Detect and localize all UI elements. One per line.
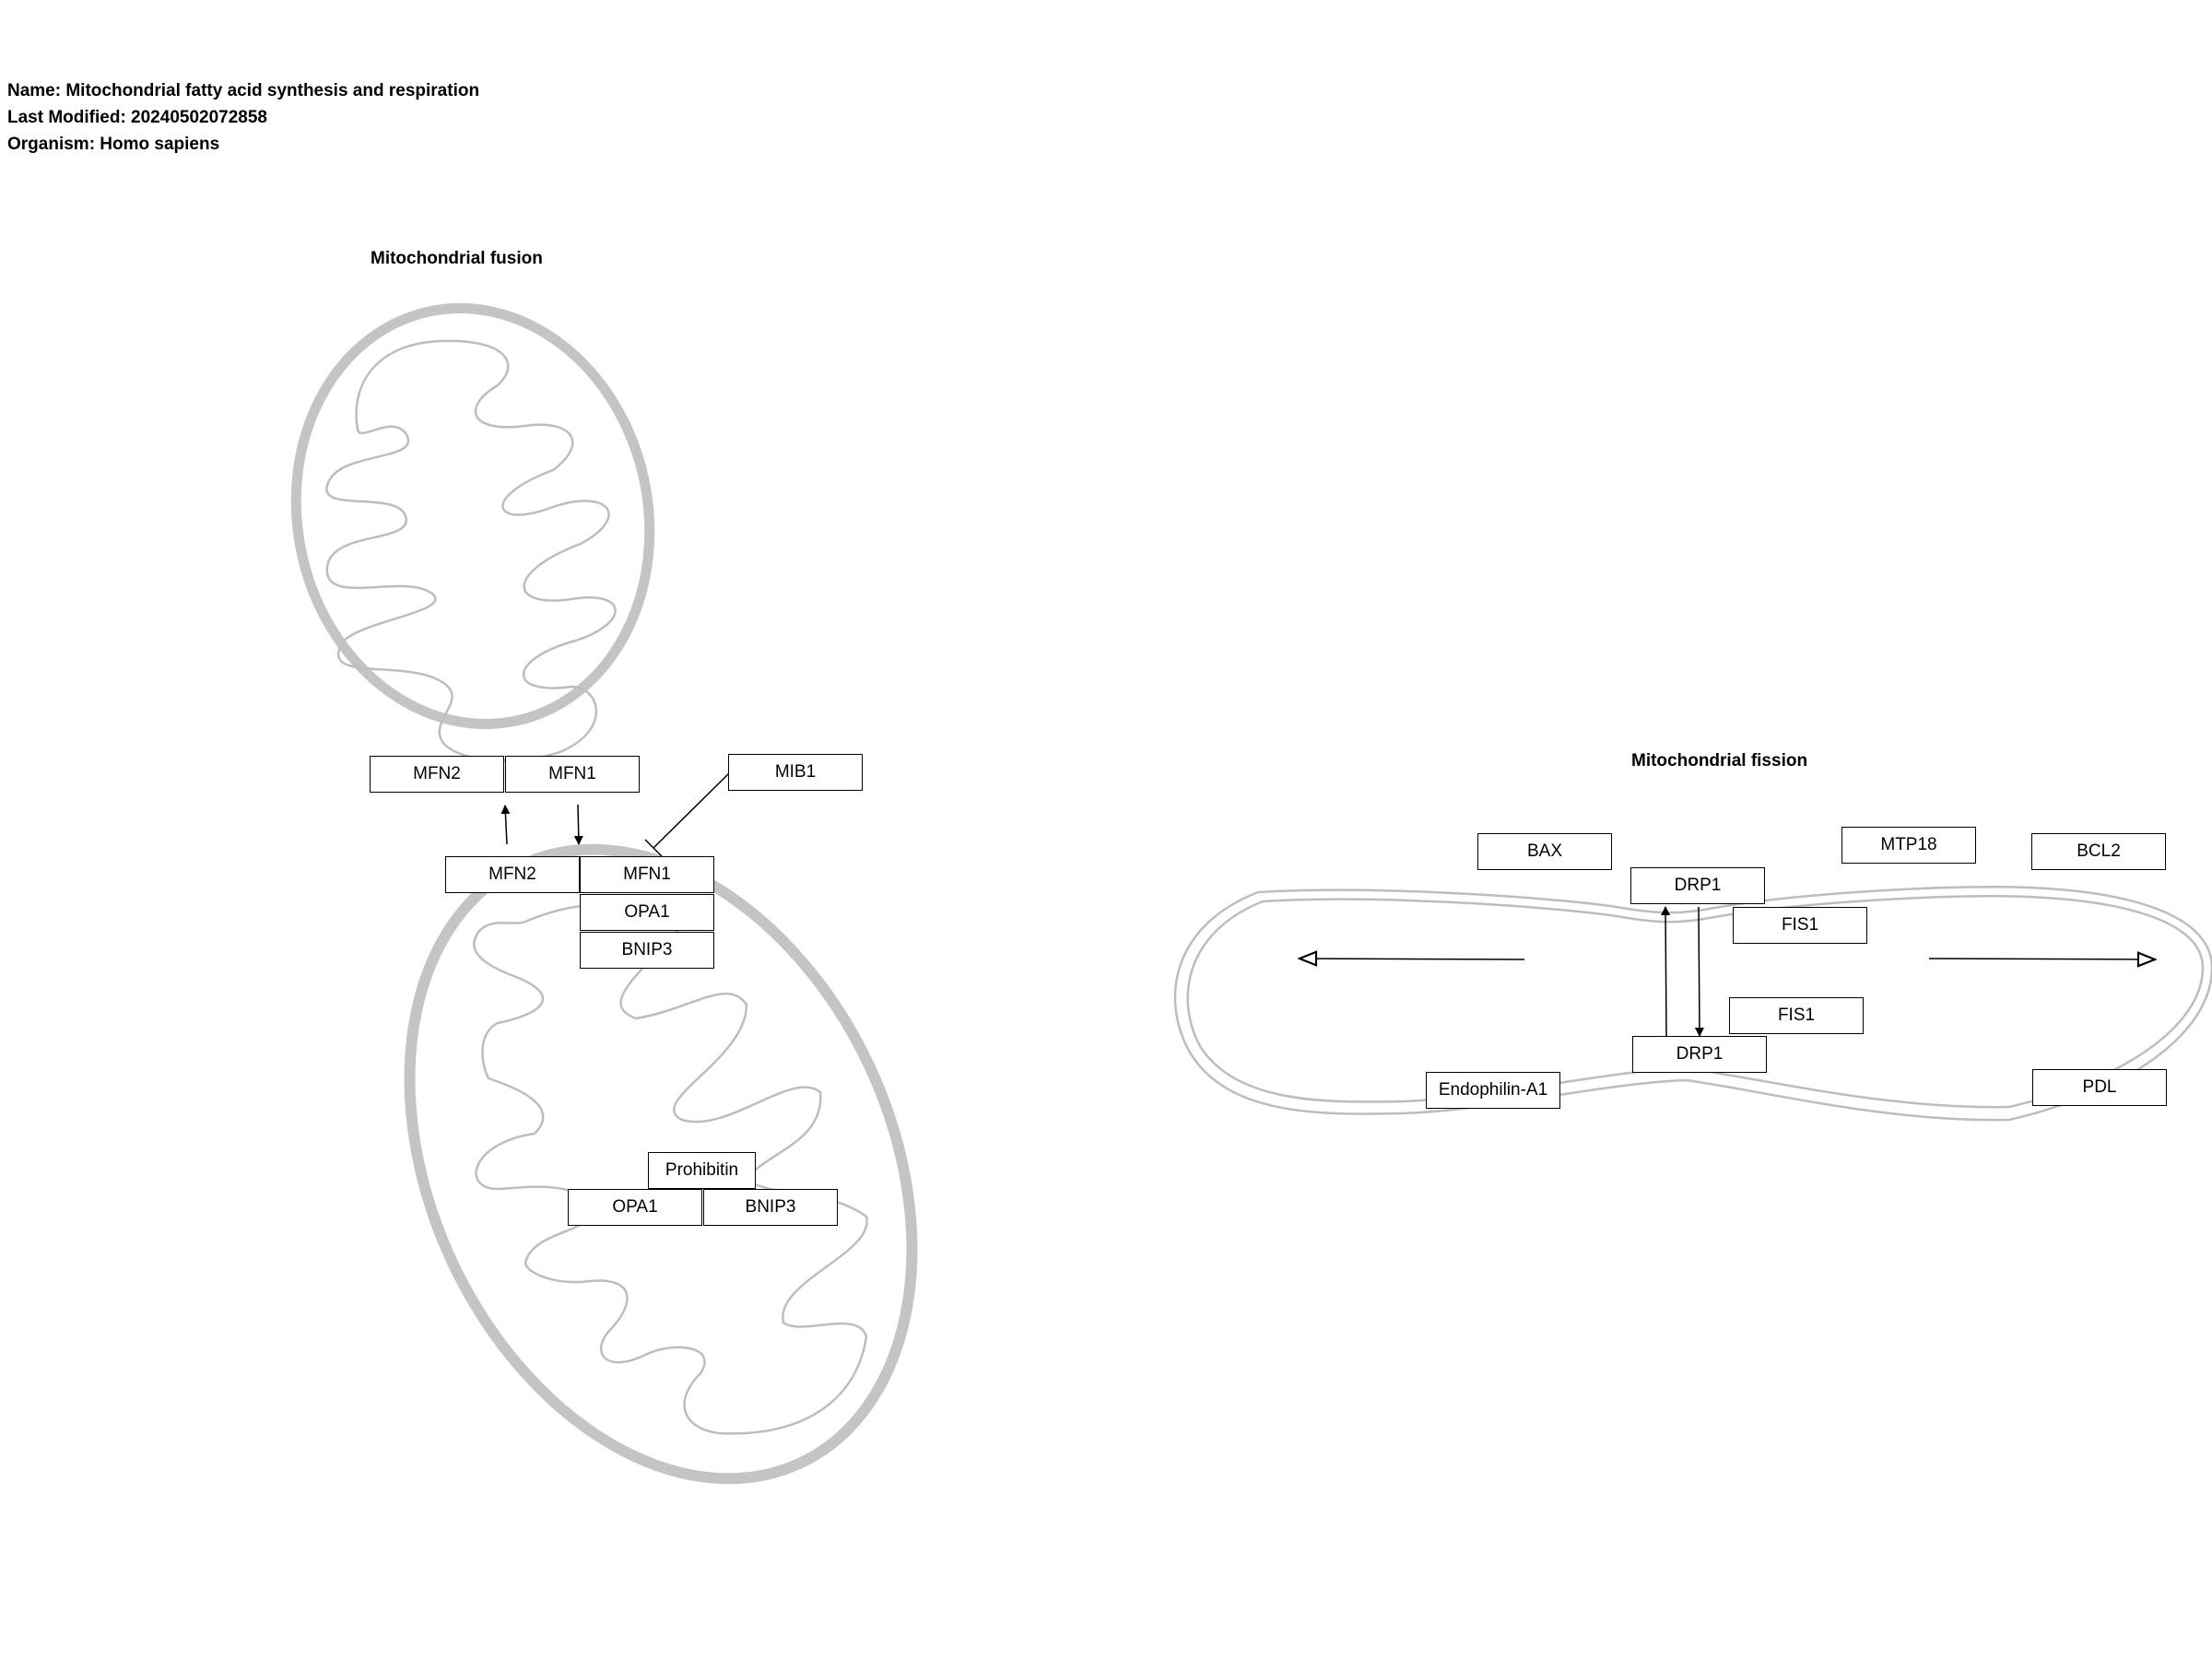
- node-drp1-bottom[interactable]: DRP1: [1632, 1036, 1767, 1073]
- fusion-title: Mitochondrial fusion: [371, 249, 543, 268]
- node-fis1-top[interactable]: FIS1: [1733, 907, 1867, 944]
- last-modified: Last Modified: 20240502072858: [7, 108, 267, 127]
- mfn1-arrow: [573, 804, 583, 845]
- node-bax[interactable]: BAX: [1477, 833, 1612, 870]
- node-drp1-top[interactable]: DRP1: [1630, 867, 1765, 904]
- organism: Organism: Homo sapiens: [7, 135, 220, 154]
- node-mfn2-bottom[interactable]: MFN2: [445, 856, 580, 893]
- node-mib1[interactable]: MIB1: [728, 754, 863, 791]
- mib1-inhibition-bar: [644, 839, 663, 857]
- node-prohibitin[interactable]: Prohibitin: [648, 1152, 756, 1189]
- upper-mitochondrion: [290, 302, 655, 762]
- node-opa1-outer[interactable]: OPA1: [580, 894, 714, 931]
- node-pdl[interactable]: PDL: [2032, 1069, 2167, 1106]
- node-bnip3-outer[interactable]: BNIP3: [580, 932, 714, 969]
- node-opa1-inner[interactable]: OPA1: [568, 1189, 702, 1226]
- fission-title: Mitochondrial fission: [1631, 751, 1808, 771]
- node-mfn1-top[interactable]: MFN1: [505, 756, 640, 793]
- node-endophilin-a1[interactable]: Endophilin-A1: [1426, 1072, 1560, 1109]
- mfn2-arrow: [500, 805, 511, 845]
- node-bnip3-inner[interactable]: BNIP3: [703, 1189, 838, 1226]
- node-bcl2[interactable]: BCL2: [2031, 833, 2166, 870]
- fission-inner-membrane: [1186, 895, 2205, 1109]
- node-mfn1-bottom[interactable]: MFN1: [580, 856, 714, 893]
- mib1-inhibition: [653, 772, 730, 849]
- node-mtp18[interactable]: MTP18: [1841, 827, 1976, 864]
- lower-cristae: [473, 903, 868, 1435]
- drp1-recruit-down-arrow: [1694, 906, 1704, 1037]
- pathway-name: Name: Mitochondrial fatty acid synthesis…: [7, 81, 480, 100]
- upper-cristae: [325, 339, 617, 762]
- node-fis1-bottom[interactable]: FIS1: [1729, 997, 1864, 1034]
- node-mfn2-top[interactable]: MFN2: [370, 756, 504, 793]
- drp1-recruit-up-arrow: [1661, 906, 1671, 1039]
